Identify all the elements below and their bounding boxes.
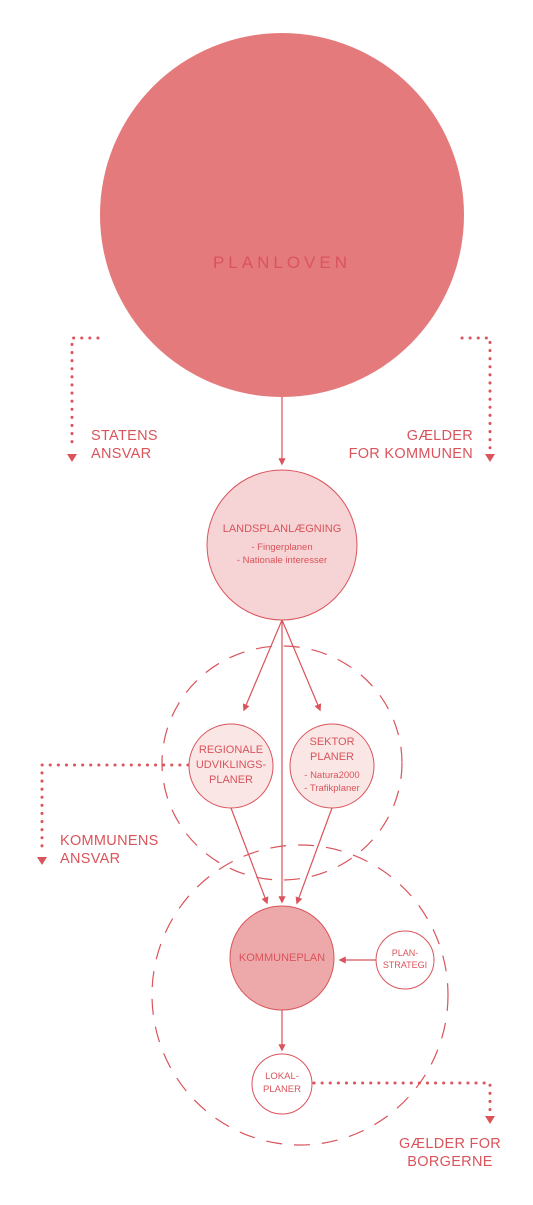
landsplan-item: - Nationale interesser: [236, 554, 328, 566]
gaelder-borgerne-arrowhead: [485, 1116, 495, 1124]
landsplan-item: - Fingerplanen: [251, 541, 313, 553]
sektor-title-line: SEKTOR: [309, 736, 355, 748]
sektor-item: - Trafikplaner: [304, 782, 360, 794]
arrow-landsplan-regionale: [242, 619, 283, 712]
kommuneplan-title: KOMMUNEPLAN: [238, 952, 326, 964]
gaelder-kommunen-arrowhead: [485, 454, 495, 462]
lokalplaner-circle: [251, 1053, 313, 1115]
gaelder-borgerne-dotted-bracket: [312, 1081, 492, 1116]
statens-ansvar-label: STATENS ANSVAR: [91, 428, 158, 463]
arrow-sektor-kommuneplan: [295, 807, 333, 905]
statens-ansvar-arrowhead: [67, 454, 77, 462]
gaelder-kommunen-dotted-bracket: [460, 336, 492, 450]
planstrategi-text: PLAN- STRATEGI: [382, 948, 428, 971]
regional-group-dashed-circle: [161, 645, 403, 881]
planloven-title: PLANLOVEN: [212, 253, 352, 272]
landsplan-title: LANDSPLANLÆGNING: [222, 523, 342, 535]
regionale-text: REGIONALE UDVIKLINGS- PLANER: [195, 744, 267, 786]
kommunens-ansvar-arrowhead: [37, 857, 47, 865]
arrow-regionale-kommuneplan: [230, 807, 269, 905]
sektor-item: - Natura2000: [304, 769, 360, 781]
landsplan-text: LANDSPLANLÆGNING - Fingerplanen - Nation…: [207, 522, 357, 567]
municipal-group-dashed-circle: [151, 844, 449, 1146]
planloven-circle: [100, 33, 464, 397]
sektor-text: SEKTOR PLANER - Natura2000 - Trafikplane…: [290, 735, 374, 795]
sektor-title-line: PLANER: [309, 750, 355, 763]
kommunens-ansvar-dotted-bracket: [40, 763, 190, 854]
gaelder-borgerne-label: GÆLDER FOR BORGERNE: [398, 1136, 502, 1171]
lokalplaner-text: LOKAL- PLANER: [262, 1071, 301, 1095]
arrow-landsplan-sektor: [281, 619, 322, 712]
kommunens-ansvar-label: KOMMUNENS ANSVAR: [60, 833, 159, 868]
gaelder-kommunen-label: GÆLDER FOR KOMMUNEN: [348, 428, 473, 463]
statens-ansvar-dotted-bracket: [70, 336, 100, 450]
